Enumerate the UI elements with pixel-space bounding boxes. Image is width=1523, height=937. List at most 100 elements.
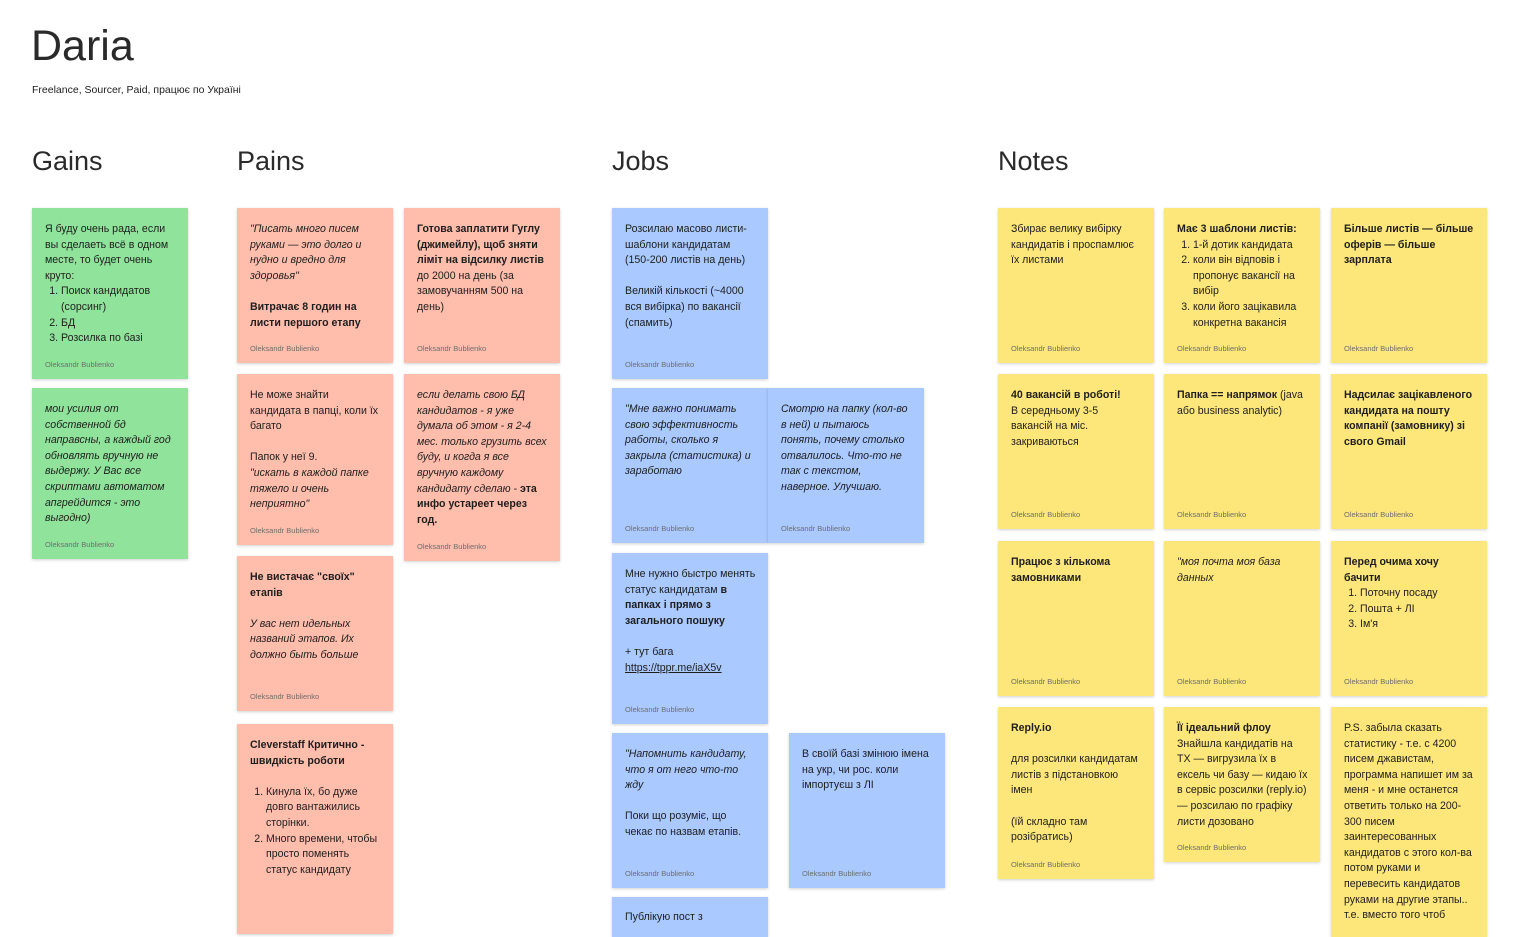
note-text: "моя почта моя база данных — [1177, 556, 1281, 584]
note-text: Витрачає 8 годин на листи першого етапу — [250, 300, 361, 329]
sticky-note[interactable]: Папка == напрямок (java або business ana… — [1164, 374, 1320, 529]
sticky-note-gain[interactable]: мои усилия от собственной бд направсны, … — [32, 388, 188, 559]
note-author: Oleksandr Bublienko — [1011, 344, 1081, 353]
note-author: Oleksandr Bublienko — [1177, 843, 1247, 852]
note-author: Oleksandr Bublienko — [1011, 510, 1081, 519]
note-text: "Мне важно понимать свою эффективность р… — [625, 403, 751, 478]
sticky-note[interactable]: Має 3 шаблони листів: 1-й дотик кандидат… — [1164, 208, 1320, 363]
note-author: Oleksandr Bublienko — [45, 360, 115, 369]
note-list: Кинула їх, бо дуже довго вантажились сто… — [250, 785, 381, 879]
note-author: Oleksandr Bublienko — [802, 869, 872, 878]
list-item: Поиск кандидатов (сорсинг) — [61, 284, 176, 315]
note-author: Oleksandr Bublienko — [417, 542, 487, 551]
column-header-notes: Notes — [998, 146, 1069, 176]
note-author: Oleksandr Bublienko — [250, 344, 320, 353]
bug-link[interactable]: https://tppr.me/iaX5v — [625, 661, 722, 674]
note-list: Поточну посаду Пошта + ЛІ Ім'я — [1344, 586, 1475, 633]
note-author: Oleksandr Bublienko — [45, 540, 115, 549]
note-list: Поиск кандидатов (сорсинг) БД Розсилка п… — [45, 284, 176, 346]
note-author: Oleksandr Bublienko — [625, 360, 695, 369]
sticky-note-job[interactable]: Публікую пост з — [612, 897, 768, 937]
board-title: Daria — [31, 22, 134, 70]
column-header-pains: Pains — [237, 146, 305, 176]
sticky-note[interactable]: Перед очима хочу бачити Поточну посаду П… — [1331, 541, 1487, 696]
sticky-note-pain[interactable]: "Писать много писем руками — это долго и… — [237, 208, 393, 363]
sticky-note-gain[interactable]: Я буду очень рада, если вы сделаеть всё … — [32, 208, 188, 379]
note-text: P.S. забыла сказать статистику - т.е. с … — [1344, 722, 1473, 922]
note-text: Смотрю на папку (кол-во в ней) и пытаюсь… — [781, 403, 908, 493]
sticky-note-job[interactable]: Мне нужно быстро менять статус кандидата… — [612, 553, 768, 724]
note-text: Має 3 шаблони листів: — [1177, 223, 1297, 235]
note-author: Oleksandr Bublienko — [250, 526, 320, 535]
note-author: Oleksandr Bublienko — [781, 524, 851, 533]
note-author: Oleksandr Bublienko — [625, 869, 695, 878]
sticky-note[interactable]: Працює з кількома замовниками Oleksandr … — [998, 541, 1154, 696]
sticky-note-job[interactable]: Розсилаю масово листи-шаблони кандидатам… — [612, 208, 768, 379]
note-text: Папок у неї 9."искать в каждой папке тяж… — [250, 451, 369, 511]
note-text: Поки що розуміє, що чекає по назвам етап… — [625, 810, 742, 838]
note-text: Мне нужно быстро менять статус кандидата… — [625, 568, 756, 627]
note-author: Oleksandr Bublienko — [1344, 510, 1414, 519]
note-text: для розсилки кандидатам листів з підстан… — [1011, 753, 1138, 797]
list-item: Много времени, чтобы просто поменять ста… — [266, 832, 381, 879]
sticky-note-job[interactable]: Смотрю на папку (кол-во в ней) и пытаюсь… — [768, 388, 924, 543]
note-author: Oleksandr Bublienko — [625, 705, 695, 714]
note-author: Oleksandr Bublienko — [1344, 344, 1414, 353]
note-text: Я буду очень рада, если вы сделаеть всё … — [45, 223, 169, 282]
list-item: 1-й дотик кандидата — [1193, 238, 1308, 254]
list-item: Пошта + ЛІ — [1360, 602, 1475, 618]
list-item: Кинула їх, бо дуже довго вантажились сто… — [266, 785, 381, 832]
note-author: Oleksandr Bublienko — [417, 344, 487, 353]
note-author: Oleksandr Bublienko — [1344, 677, 1414, 686]
note-author: Oleksandr Bublienko — [1177, 677, 1247, 686]
list-item: Розсилка по базі — [61, 331, 176, 347]
sticky-note[interactable]: Надсилає зацікавленого кандидата на пошт… — [1331, 374, 1487, 529]
note-text: если делать свою БД кандидатов - я уже д… — [417, 389, 547, 526]
sticky-note-pain[interactable]: Не може знайти кандидата в папці, коли ї… — [237, 374, 393, 545]
list-item: Ім'я — [1360, 617, 1475, 633]
note-text: Великій кількості (~4000 вся вибірка) по… — [625, 285, 744, 329]
note-author: Oleksandr Bublienko — [625, 524, 695, 533]
list-item: БД — [61, 316, 176, 332]
note-text: Reply.io — [1011, 722, 1052, 734]
sticky-note-pain[interactable]: Не вистачає "своїх" етапів У вас нет иде… — [237, 556, 393, 711]
sticky-note[interactable]: Більше листів — більше оферів — більше з… — [1331, 208, 1487, 363]
note-text: Папка == напрямок (java або business ana… — [1177, 389, 1303, 417]
sticky-note-pain[interactable]: Готова заплатити Гуглу (джимейлу), щоб з… — [404, 208, 560, 363]
note-text: У вас нет идельных названий этапов. Их д… — [250, 617, 359, 661]
note-text: Готова заплатити Гуглу (джимейлу), щоб з… — [417, 223, 544, 313]
list-item: Поточну посаду — [1360, 586, 1475, 602]
note-text: Розсилаю масово листи-шаблони кандидатам… — [625, 223, 747, 267]
column-header-gains: Gains — [32, 146, 103, 176]
note-text: мои усилия от собственной бд направсны, … — [45, 403, 171, 525]
sticky-note-pain[interactable]: Cleverstaff Критично - швидкість роботи … — [237, 724, 393, 934]
note-text: Перед очима хочу бачити — [1344, 556, 1439, 584]
note-text: Cleverstaff Критично - швидкість роботи — [250, 739, 365, 767]
sticky-note-job[interactable]: В своїй базі змінюю імена на укр, чи рос… — [789, 733, 945, 888]
note-author: Oleksandr Bublienko — [1011, 677, 1081, 686]
sticky-note[interactable]: Збирає велику вибірку кандидатів і просп… — [998, 208, 1154, 363]
sticky-note-job[interactable]: "Мне важно понимать свою эффективность р… — [612, 388, 768, 543]
note-author: Oleksandr Bublienko — [1011, 860, 1081, 869]
note-text: 40 вакансій в роботі!В середньому 3-5 ва… — [1011, 389, 1121, 448]
list-item: коли він відповів і пропонує вакансії на… — [1193, 253, 1308, 300]
note-author: Oleksandr Bublienko — [1177, 344, 1247, 353]
note-text: Більше листів — більше оферів — більше з… — [1344, 223, 1474, 267]
sticky-note[interactable]: P.S. забыла сказать статистику - т.е. с … — [1331, 707, 1487, 937]
note-author: Oleksandr Bublienko — [250, 692, 320, 701]
sticky-note-pain[interactable]: если делать свою БД кандидатов - я уже д… — [404, 374, 560, 561]
note-text: В своїй базі змінюю імена на укр, чи рос… — [802, 748, 929, 792]
sticky-note[interactable]: "моя почта моя база данных Oleksandr Bub… — [1164, 541, 1320, 696]
note-text: Збирає велику вибірку кандидатів і просп… — [1011, 223, 1134, 267]
sticky-note-job[interactable]: "Напомнить кандидату, что я от него что-… — [612, 733, 768, 888]
note-quote: "Писать много писем руками — это долго и… — [250, 223, 362, 282]
sticky-note[interactable]: 40 вакансій в роботі!В середньому 3-5 ва… — [998, 374, 1154, 529]
note-text: Публікую пост з — [625, 911, 703, 923]
note-text: Не може знайти кандидата в папці, коли ї… — [250, 389, 379, 433]
sticky-note[interactable]: Reply.io для розсилки кандидатам листів … — [998, 707, 1154, 879]
note-text: "Напомнить кандидату, что я от него что-… — [625, 748, 747, 792]
note-text: Працює з кількома замовниками — [1011, 556, 1111, 584]
